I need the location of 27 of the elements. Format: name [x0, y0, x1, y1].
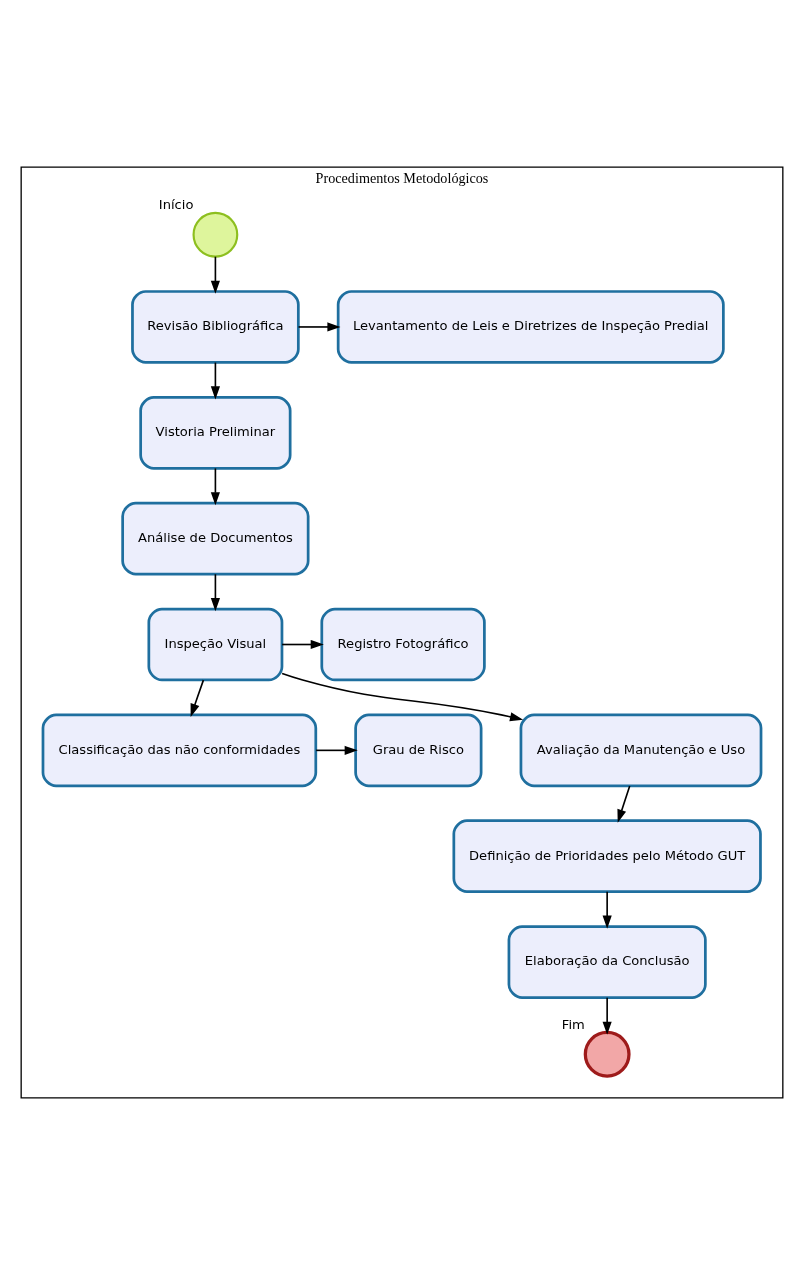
node-box: Registro Fotográfico: [320, 607, 486, 681]
node-label: Fim: [561, 1016, 585, 1032]
arrow: [281, 672, 524, 721]
arrow: [602, 996, 612, 1035]
node-box: Elaboração da Conclusão: [507, 924, 707, 999]
node-box: Levantamento de Leis e Diretrizes de Inspeção Predial: [336, 289, 725, 364]
arrow: [602, 890, 612, 929]
arrow: [210, 467, 220, 505]
node-circle: [192, 211, 239, 258]
node-box: Revisão Bibliográfica: [131, 289, 300, 364]
arrow: [210, 255, 220, 294]
node-box: Definição de Prioridades pelo Método GUT: [452, 818, 762, 893]
node-box: Vistoria Preliminar: [139, 395, 292, 470]
arrow: [210, 572, 220, 611]
arrow: [315, 745, 358, 755]
node-label: Início: [158, 196, 194, 212]
node-box: Avaliação da Manutenção e Uso: [519, 713, 763, 787]
arrow: [210, 361, 220, 399]
node-circle: [583, 1030, 631, 1078]
arrow: [281, 639, 324, 649]
node-box: Grau de Risco: [354, 713, 483, 787]
node-box: Análise de Documentos: [121, 501, 310, 575]
node-box: Classificação das não conformidades: [41, 713, 318, 787]
arrow: [617, 784, 631, 823]
arrow: [297, 321, 341, 332]
arrow: [190, 678, 205, 717]
node-box: Inspeção Visual: [147, 607, 284, 681]
